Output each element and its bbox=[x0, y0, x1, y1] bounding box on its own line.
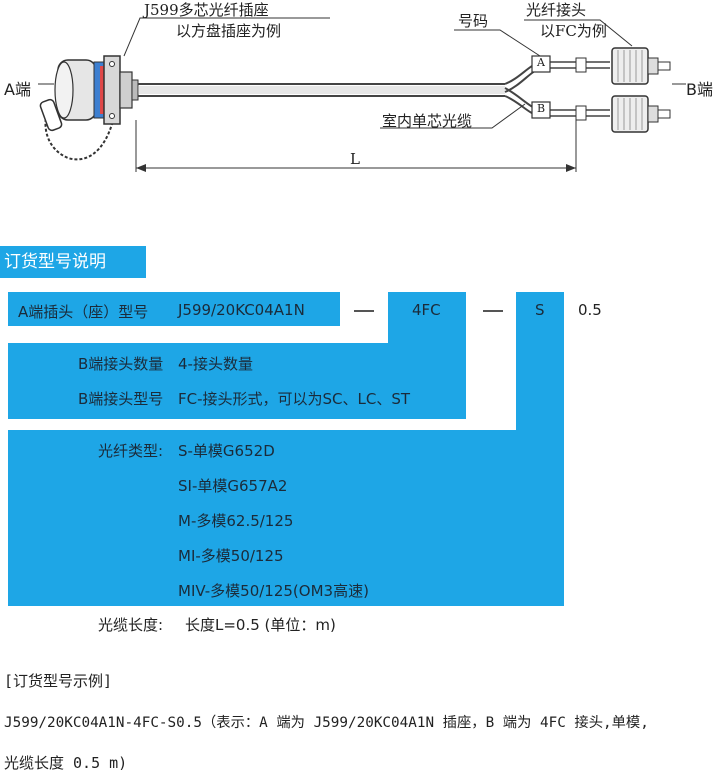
leader-code bbox=[454, 29, 541, 57]
fiber-code-value: S bbox=[535, 301, 545, 319]
a-end-model-value: J599/20KC04A1N bbox=[178, 301, 305, 319]
fc-connector-b bbox=[611, 95, 671, 133]
leader-fiber-connector bbox=[524, 19, 633, 47]
b-count-label: B端接头数量 bbox=[78, 355, 164, 373]
tag-b-label: B bbox=[537, 102, 546, 115]
fiber-option-s: S-单模G652D bbox=[178, 442, 275, 460]
connector-label-line2: 以方盘插座为例 bbox=[176, 22, 282, 40]
example-line-2: 光缆长度 0.5 m) bbox=[4, 754, 128, 772]
section-title: 订货型号说明 bbox=[0, 246, 146, 278]
fc-connector-a bbox=[611, 47, 671, 85]
b-type-value: FC-接头形式，可以为SC、LC、ST bbox=[178, 390, 411, 408]
separator-dash-1 bbox=[354, 310, 374, 312]
tag-a-label: A bbox=[537, 56, 545, 69]
example-line-1: J599/20KC04A1N-4FC-S0.5（表示：A 端为 J599/20K… bbox=[4, 715, 649, 731]
separator-dash-2 bbox=[483, 310, 503, 312]
connector-label-line1: J599多芯光纤插座 bbox=[144, 1, 269, 19]
cable-length-label: 光缆长度: bbox=[98, 616, 164, 634]
length-code-value: 0.5 bbox=[578, 301, 602, 319]
fiber-type-block bbox=[8, 430, 564, 606]
fiber-connector-label-line1: 光纤接头 bbox=[526, 1, 587, 19]
fiber-option-m: M-多模62.5/125 bbox=[178, 512, 294, 530]
example-title: [订货型号示例] bbox=[4, 672, 113, 690]
fiber-connector-label-line2: 以FC为例 bbox=[540, 22, 607, 40]
cable-assembly-diagram: J599多芯光纤插座 以方盘插座为例 号码 光纤接头 以FC为例 A端 B端 A… bbox=[0, 0, 720, 185]
fiber-type-connector bbox=[516, 326, 564, 430]
b-code-value: 4FC bbox=[412, 301, 441, 319]
fiber-code-box bbox=[516, 292, 564, 326]
b-code-box bbox=[388, 292, 466, 326]
tag-a-box bbox=[531, 55, 551, 73]
code-label: 号码 bbox=[458, 12, 489, 30]
fiber-option-mi: MI-多模50/125 bbox=[178, 547, 284, 565]
b-end-block bbox=[8, 343, 466, 419]
cable-length-value: 长度L=0.5 (单位：m) bbox=[185, 616, 336, 634]
dimension-extension-lines bbox=[135, 120, 577, 172]
leader-cable bbox=[380, 103, 526, 129]
fiber-option-miv: MIV-多模50/125(OM3高速) bbox=[178, 582, 369, 600]
tag-b-box bbox=[531, 101, 551, 119]
cable-label: 室内单芯光缆 bbox=[382, 112, 473, 130]
leader-connector bbox=[123, 17, 330, 57]
end-b-label: B端 bbox=[686, 80, 713, 99]
length-dimension-label: L bbox=[350, 150, 360, 168]
end-a-label: A端 bbox=[4, 80, 31, 99]
a-end-model-label: A端插头（座）型号 bbox=[18, 303, 149, 321]
b-end-connector bbox=[388, 326, 466, 343]
fiber-type-label: 光纤类型: bbox=[98, 442, 164, 460]
b-count-value: 4-接头数量 bbox=[178, 355, 253, 373]
cable-drawing bbox=[38, 17, 686, 172]
b-type-label: B端接头型号 bbox=[78, 390, 164, 408]
fiber-option-si: SI-单模G657A2 bbox=[178, 477, 288, 495]
a-end-model-box bbox=[8, 292, 340, 326]
